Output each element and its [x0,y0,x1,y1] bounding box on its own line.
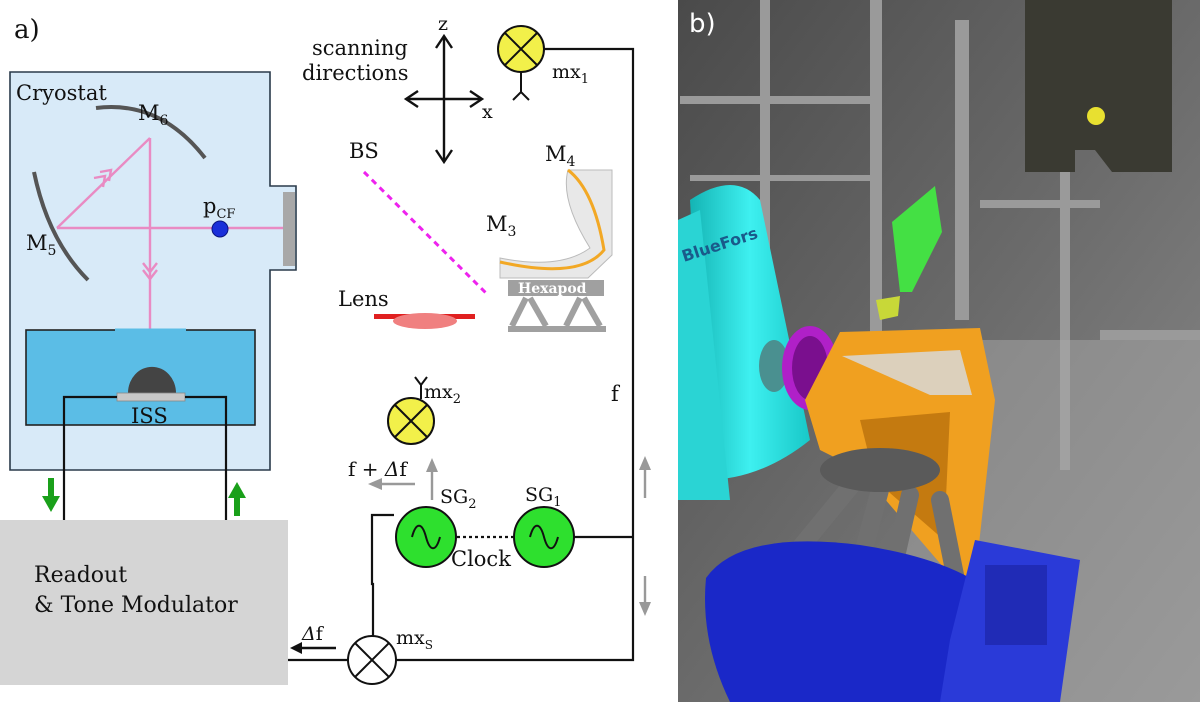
readout-wire-left [62,395,117,520]
panel-b-label: b) [689,9,716,39]
sg1-label: SG1 [525,484,561,510]
f-plus-delta-f-label: f + Δf [348,457,408,481]
pcf-label: pCF [203,194,235,222]
gray-arrow-left [368,478,415,490]
cryostat-port-window [759,340,789,392]
arrow-up-green [228,482,246,516]
f-label: f [611,382,621,406]
panel-b-photo: BlueFors b) [678,0,1200,702]
mixer-mx2 [387,376,435,445]
mixer-mx1 [497,25,545,101]
readout-label-1: Readout [34,563,127,588]
mirror-m6 [95,105,207,160]
target-yellow-dot [1087,107,1105,125]
gray-arrows-right [639,456,651,616]
m3-label: M3 [486,212,516,240]
mirror-m3-m4 [499,168,606,271]
m4-label: M4 [545,142,576,170]
cryostat-label: Cryostat [16,81,107,105]
pcf-point [211,220,229,238]
mx2-label: mx2 [424,381,461,407]
panel-a: a) Cryostat M6 M5 pCF ISS [0,13,651,685]
cryostat-window [283,192,295,266]
mixer-mxs [347,635,397,685]
panel-a-label: a) [14,15,40,45]
m5-label: M5 [26,231,56,259]
delta-f-label: Δf [301,623,325,645]
iss-label: ISS [131,404,168,428]
iss-chip [116,392,186,402]
signal-generator-sg1 [513,506,575,568]
hexapod-top-plate [820,448,940,492]
signal-line-f [390,47,635,662]
m6-label: M6 [138,101,169,129]
hexapod-legs [508,296,606,332]
readout-wire-right [185,395,228,520]
hexapod-plate [508,280,604,296]
readout-label-2: & Tone Modulator [34,593,238,618]
lens-label: Lens [338,287,389,311]
beam-path [56,137,283,365]
lens-dome [128,366,176,393]
bs-label: BS [349,139,379,163]
black-arrow-delta-f [290,642,336,654]
mxs-label: mxS [396,627,433,652]
wire-sg2-mxs [370,513,394,648]
arrow-down-green [42,478,60,512]
sg2-label: SG2 [440,486,476,512]
gray-arrow-up-sg2 [426,458,438,500]
green-mirror [892,186,942,292]
axis-cross [403,33,485,165]
mx1-label: mx1 [552,61,589,87]
cryostat-cyan-lower [678,210,730,500]
beam-splitter [362,170,488,295]
lens-shape [393,313,457,329]
hexapod-label: Hexapod [518,281,587,297]
readout-box [0,520,288,685]
mirror-m5 [32,171,90,282]
target-panel [1025,0,1172,172]
clock-label: Clock [451,547,511,571]
scanning-label-2: directions [302,61,409,85]
signal-generator-sg2 [395,506,457,568]
axis-z-label: z [438,13,448,35]
mirror-mount [499,169,613,279]
axis-x-label: x [482,101,493,123]
scanning-label-1: scanning [312,36,408,60]
lab-frame [680,0,1200,470]
